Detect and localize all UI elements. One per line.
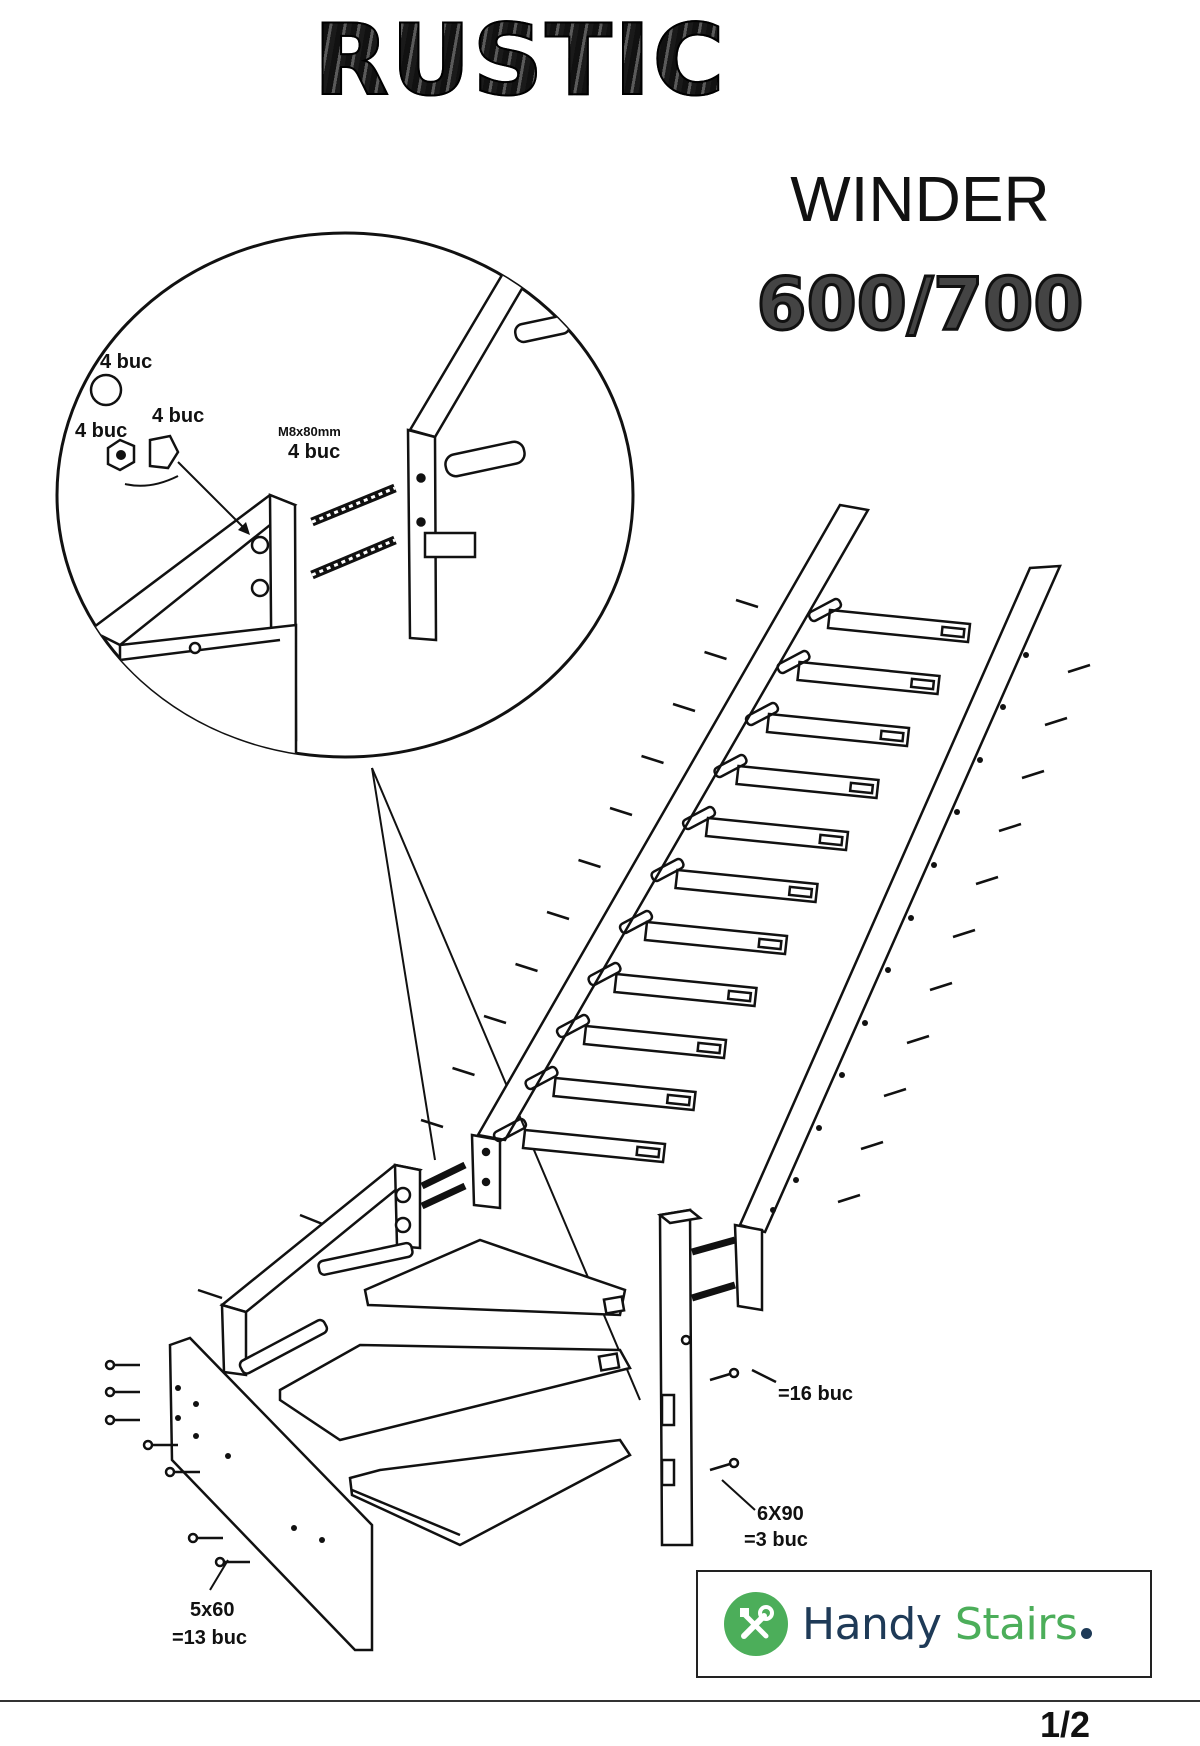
screw-5x60-quantity: =13 buc (172, 1627, 247, 1649)
cap-icon (89, 373, 123, 407)
tread (765, 712, 911, 748)
screw-6x90-spec: 6X90 (757, 1503, 804, 1525)
treads (521, 608, 972, 1164)
logo-wordmark: Handy Stairs (802, 1599, 1093, 1650)
tread (674, 868, 819, 904)
staircase (470, 503, 1062, 1312)
winder-section (168, 1161, 737, 1652)
tools-icon (724, 1592, 788, 1656)
brand-title: RUSTIC (0, 3, 1040, 119)
tread (796, 660, 941, 696)
stringer-screws (197, 597, 1091, 1300)
bolt-quantity: 4 buc (288, 441, 340, 463)
cam-bracket-icon (148, 434, 180, 470)
nut-icon (106, 438, 136, 472)
bolt-spec: M8x80mm (278, 424, 341, 439)
model-name: WINDER (790, 163, 1050, 235)
tread (582, 1024, 728, 1060)
screw-icon (104, 1359, 777, 1591)
screw-16-quantity: =16 buc (778, 1383, 853, 1405)
tread (552, 1076, 697, 1112)
detail-callout (55, 231, 635, 759)
tread (643, 920, 789, 956)
page-number: 1/2 (1040, 1704, 1091, 1745)
tread (704, 816, 850, 852)
tread (521, 1128, 667, 1164)
tread (826, 608, 972, 644)
handy-stairs-logo: Handy Stairs (696, 1570, 1152, 1678)
bracket-quantity: 4 buc (152, 405, 204, 427)
footer-rule (0, 1700, 1200, 1702)
model-size: 600/700 (755, 261, 1085, 348)
tread (613, 972, 758, 1008)
screw-5x60-spec: 5x60 (190, 1599, 235, 1621)
tread (735, 764, 880, 800)
cap-quantity: 4 buc (100, 351, 152, 373)
screw-6x90-quantity: =3 buc (744, 1529, 808, 1551)
bolt-icon (310, 483, 397, 580)
nut-quantity: 4 buc (75, 420, 127, 442)
